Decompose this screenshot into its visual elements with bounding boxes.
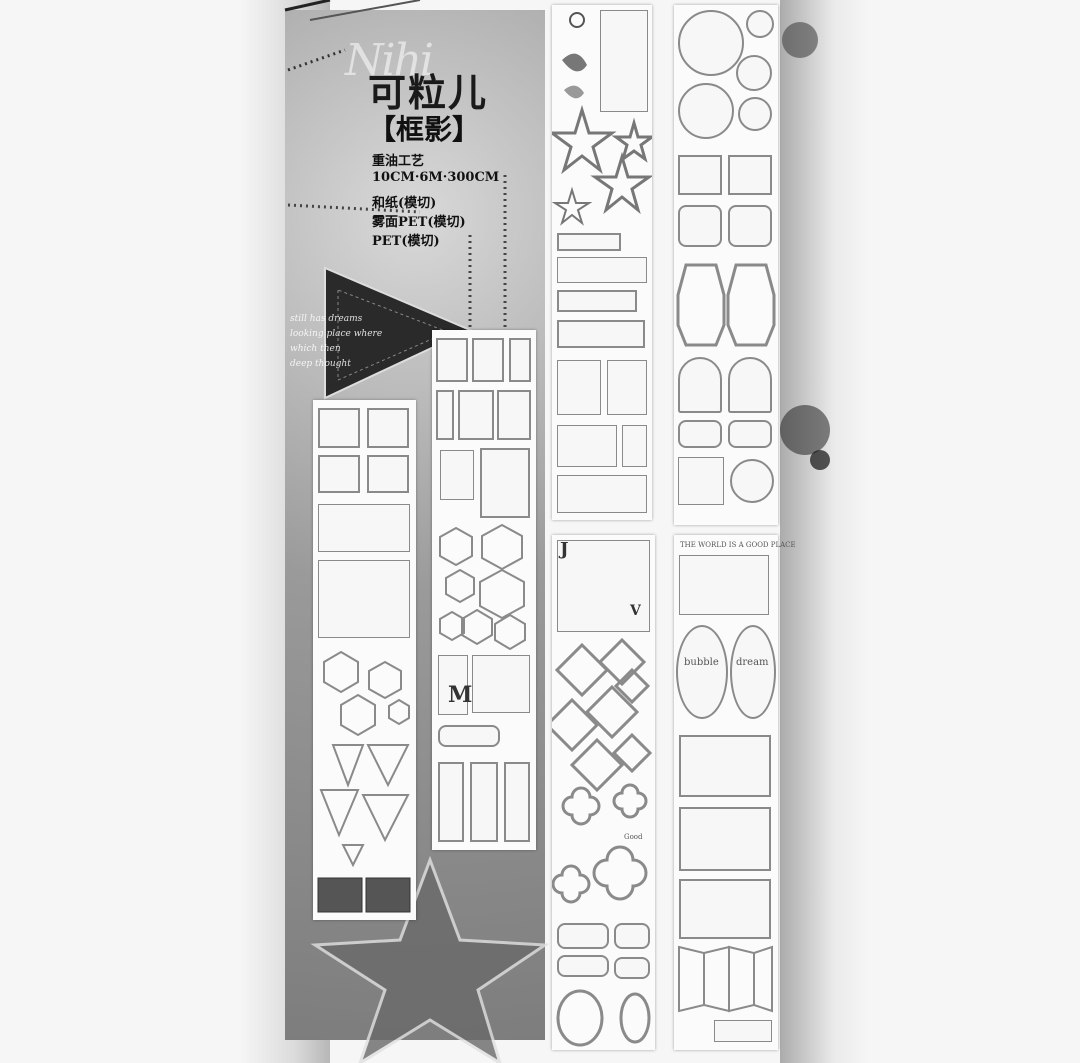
size-text: 10CM·6M·300CM (372, 170, 500, 185)
note-frame (557, 360, 601, 415)
rect-frame (480, 448, 530, 518)
circle-frame (746, 10, 774, 38)
cover-line: which then (290, 344, 341, 354)
label-frame (557, 290, 637, 312)
good-label: Good (624, 833, 643, 841)
square-frame (318, 408, 360, 448)
label-frame (438, 725, 500, 747)
bubble-label: bubble (684, 657, 719, 668)
label-frame (557, 233, 621, 251)
torn-frame (318, 560, 410, 638)
strip-5-shapes (676, 263, 776, 347)
strip-3-stars (552, 12, 652, 226)
cover-script-lines: still has dreams looking place where whi… (290, 312, 410, 372)
arch-frame (678, 357, 722, 413)
letter-j: J (560, 539, 569, 560)
label-frame (714, 1020, 772, 1042)
label-frame (557, 955, 609, 977)
note-frame (557, 475, 647, 513)
rect-frame (436, 338, 468, 382)
rect-frame (458, 390, 494, 440)
oval-frame (730, 625, 776, 719)
sticker-strip-3 (552, 5, 652, 520)
note-frame (678, 457, 724, 505)
tall-frame (504, 762, 530, 842)
sticker-strip-5 (674, 5, 778, 525)
arch-frame (728, 357, 772, 413)
craft-text: 重油工艺 (372, 154, 425, 169)
cover-script-title: Nihi (345, 35, 434, 86)
sticker-strip-6: THE WORLD IS A GOOD PLACE bubble dream (674, 535, 796, 1050)
label-frame (557, 320, 645, 348)
series-name: 【框影】 (368, 113, 481, 146)
square-frame (367, 455, 409, 493)
strip-4-shapes (552, 637, 653, 1047)
strip-6-folded-frame (678, 945, 773, 1013)
note-frame (679, 555, 769, 615)
sticker-strip-1 (313, 400, 416, 920)
cover-line: looking place where (290, 329, 383, 339)
large-frame (679, 879, 771, 939)
strip-1-shapes (317, 650, 411, 913)
cover-line: deep thought (290, 359, 351, 369)
material-1: 和纸(模切) (372, 196, 437, 211)
rounded-frame (728, 205, 772, 247)
circle-frame (736, 55, 772, 91)
sticker-strip-4: J V Good (552, 535, 655, 1050)
circle-frame (730, 459, 774, 503)
letter-v: V (630, 603, 641, 619)
brand-name: 可粒儿 (368, 70, 489, 115)
circle-frame (678, 10, 744, 76)
rect-frame (436, 390, 454, 440)
rect-frame (509, 338, 531, 382)
rect-frame (497, 390, 531, 440)
rect-frame (438, 655, 468, 715)
rounded-frame (678, 420, 722, 448)
label-frame (614, 957, 650, 979)
world-label: THE WORLD IS A GOOD PLACE (680, 541, 796, 549)
oval-frame (676, 625, 728, 719)
note-frame (607, 360, 647, 415)
rect-frame (472, 338, 504, 382)
tall-frame (438, 762, 464, 842)
label-frame (557, 257, 647, 283)
circle-frame (678, 83, 734, 139)
label-frame (614, 923, 650, 949)
square-frame (318, 455, 360, 493)
strip-2-hexagons (439, 523, 526, 651)
cover-line: still has dreams (290, 314, 363, 324)
tall-frame (470, 762, 498, 842)
square-frame (678, 155, 722, 195)
dream-label: dream (736, 657, 769, 668)
square-frame (728, 155, 772, 195)
material-3: PET(模切) (372, 234, 440, 249)
rect-frame (472, 655, 530, 713)
note-frame (557, 540, 650, 632)
label-frame (557, 923, 609, 949)
rounded-frame (728, 420, 772, 448)
large-frame (679, 807, 771, 871)
tag-frame (440, 450, 474, 500)
rounded-frame (678, 205, 722, 247)
note-frame (622, 425, 647, 467)
circle-frame (738, 97, 772, 131)
square-frame (367, 408, 409, 448)
material-2: 雾面PET(模切) (372, 215, 466, 230)
note-frame (318, 504, 410, 552)
large-frame (679, 735, 771, 797)
note-frame (557, 425, 617, 467)
sticker-strip-2: M (432, 330, 536, 850)
letter-m: M (448, 682, 473, 708)
rect-frame (600, 10, 648, 112)
grunge-texture-right (780, 0, 870, 1063)
